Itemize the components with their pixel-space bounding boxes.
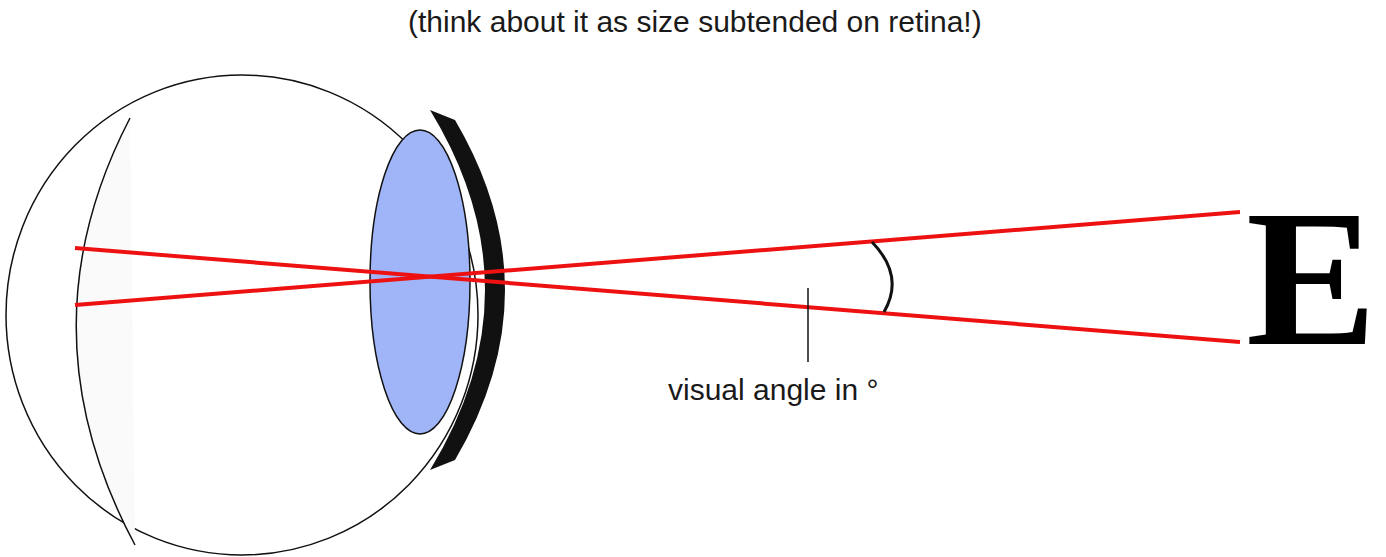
light-ray	[75, 248, 1240, 342]
leader-line	[807, 288, 809, 362]
stimulus-letter: E	[1246, 180, 1377, 376]
eyeball	[6, 75, 478, 555]
note-text: (think about it as size subtended on ret…	[408, 4, 982, 40]
axis-label: visual angle in °	[668, 372, 878, 408]
light-ray	[75, 212, 1240, 305]
retina	[76, 118, 135, 545]
angle-arc	[872, 242, 892, 312]
